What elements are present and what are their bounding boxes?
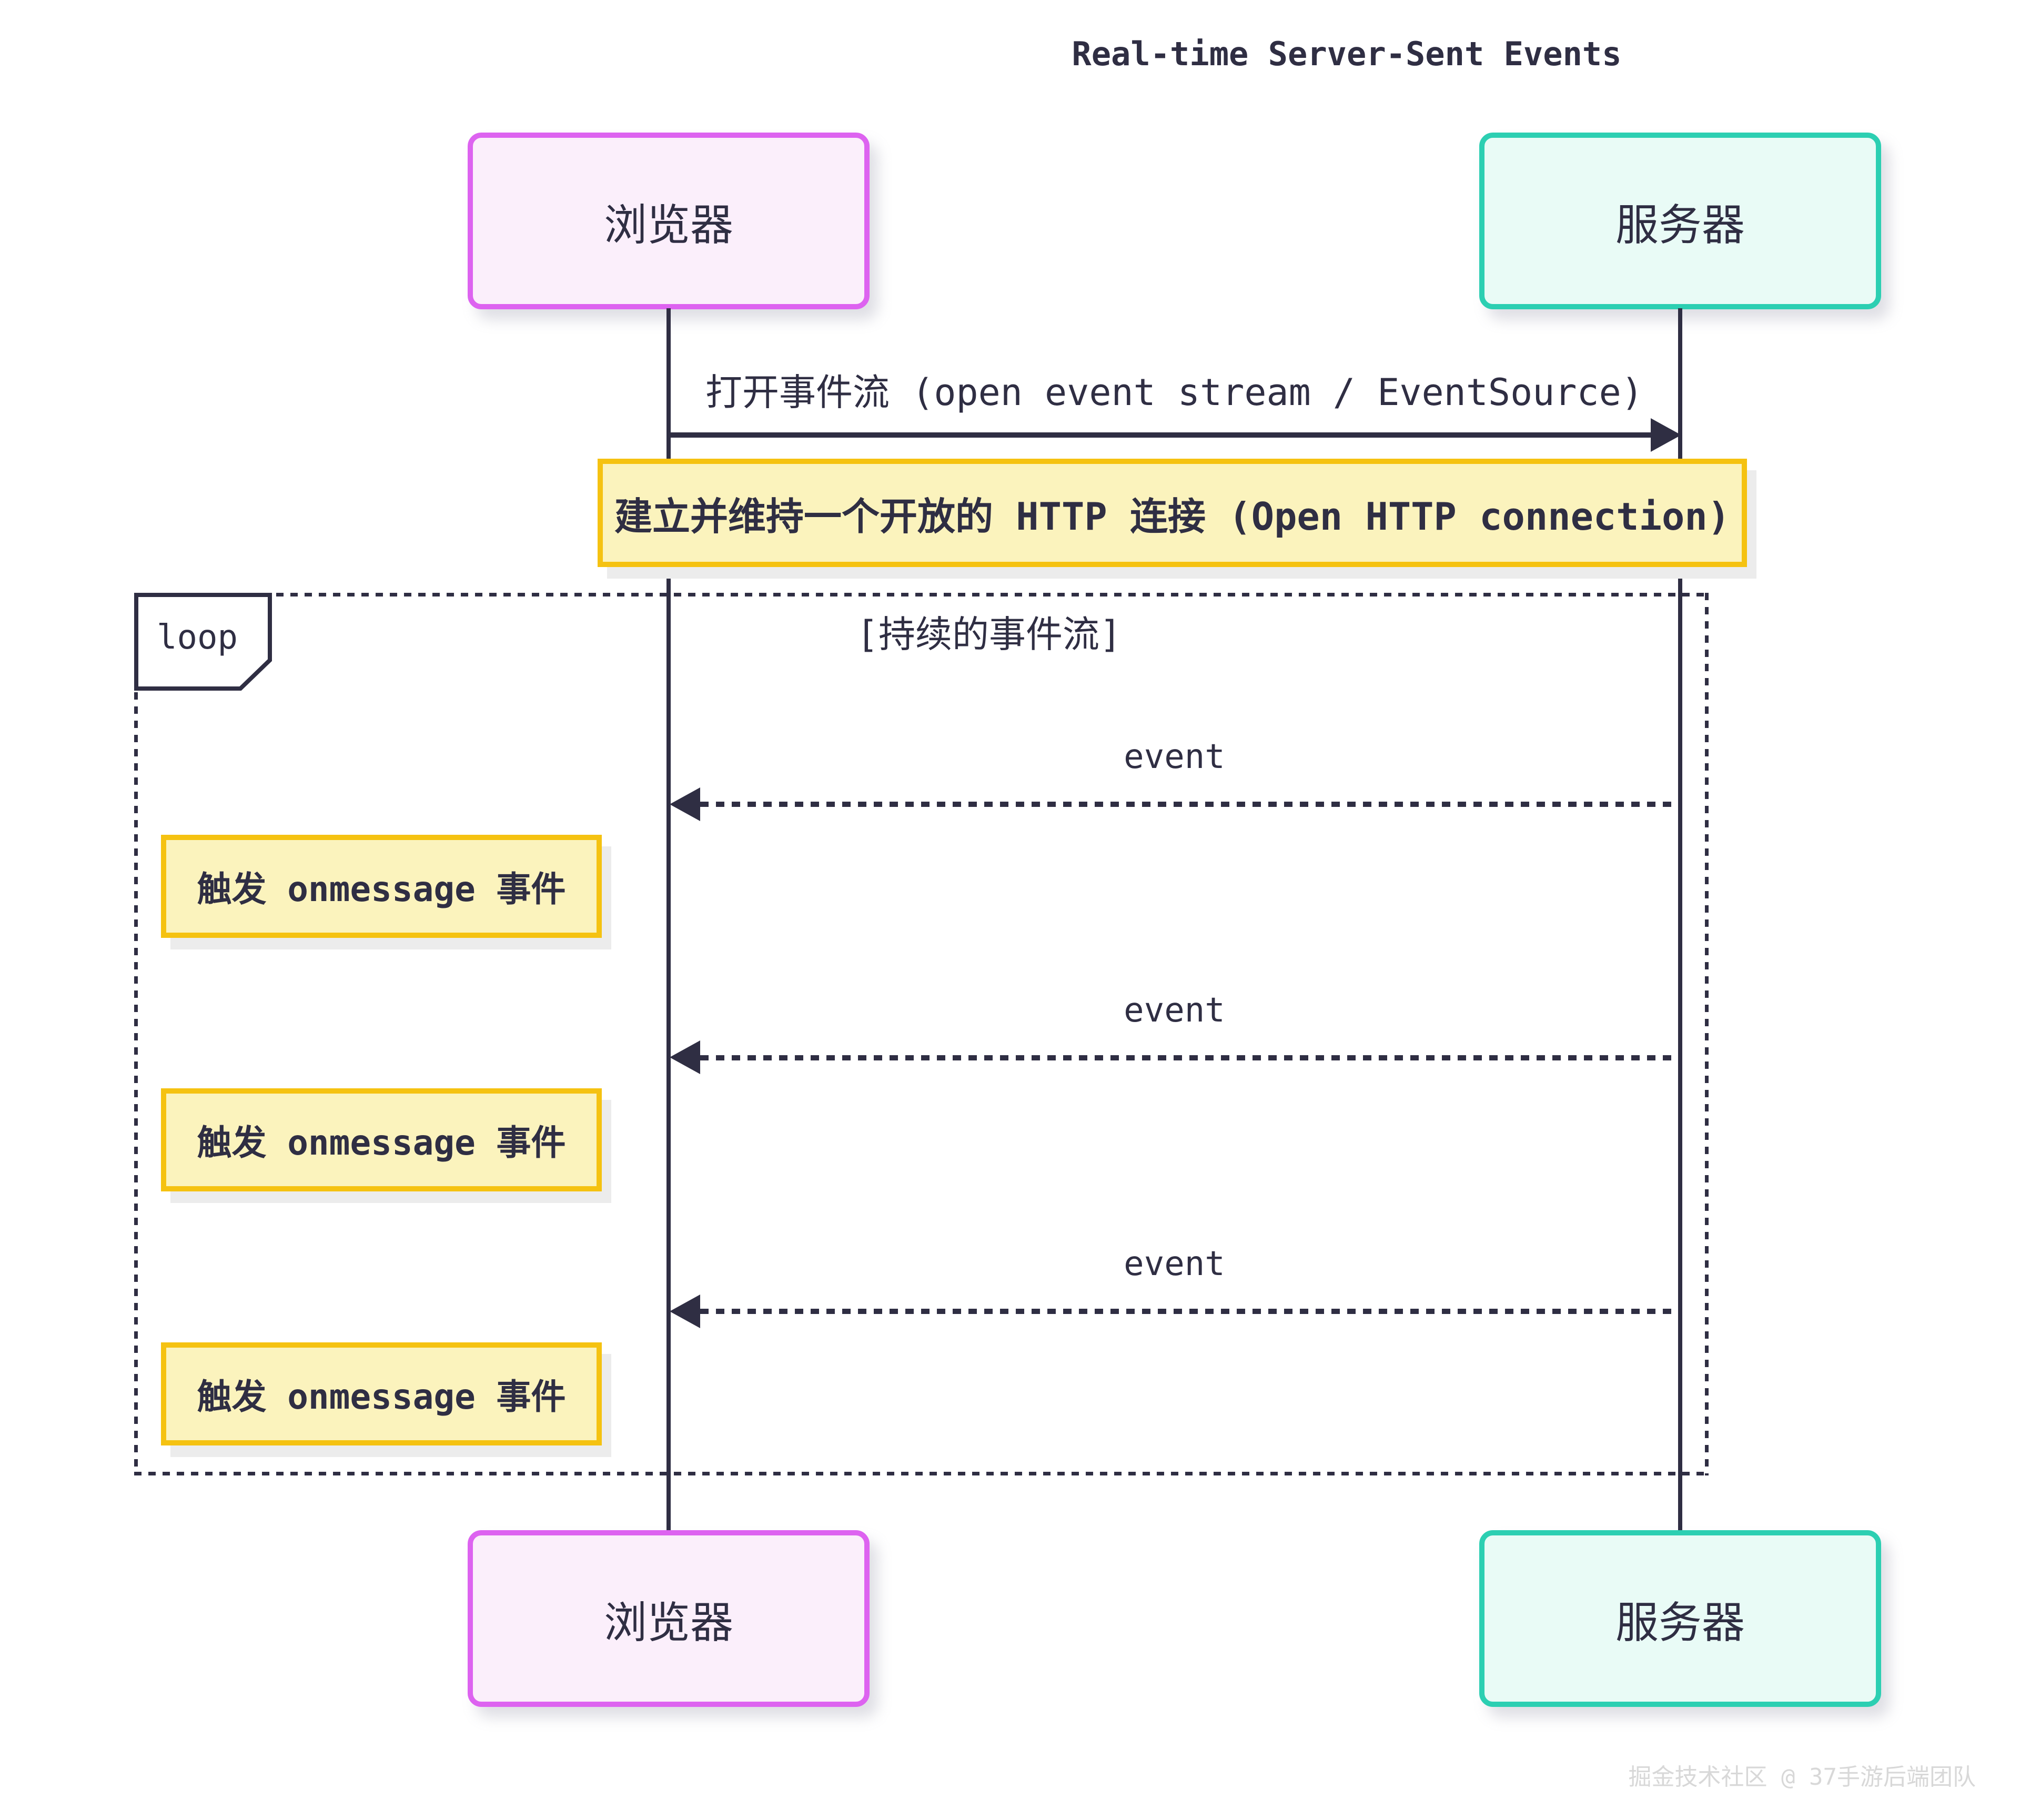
arrowhead-left-icon-3 — [670, 1295, 700, 1328]
lifeline-browser — [666, 308, 671, 1530]
event-label-2: event — [1124, 991, 1225, 1030]
note-onmessage-1: 触发 onmessage 事件 — [161, 835, 602, 938]
loop-label-text: loop — [156, 618, 238, 657]
loop-border-left — [134, 593, 138, 1475]
note-onmessage-2: 触发 onmessage 事件 — [161, 1088, 602, 1191]
actor-server-bottom: 服务器 — [1479, 1530, 1881, 1707]
actor-browser-bottom: 浏览器 — [468, 1530, 870, 1707]
lifeline-server — [1678, 308, 1682, 1530]
note-http-connection: 建立并维持一个开放的 HTTP 连接 (Open HTTP connection… — [598, 459, 1747, 567]
message-open-stream-label: 打开事件流 (open event stream / EventSource) — [705, 371, 1643, 414]
event-line-3 — [700, 1309, 1679, 1314]
message-open-stream-line — [669, 432, 1652, 438]
note-onmessage-1-label: 触发 onmessage 事件 — [197, 869, 566, 909]
note-onmessage-3-label: 触发 onmessage 事件 — [197, 1377, 566, 1417]
actor-server-top: 服务器 — [1479, 133, 1881, 309]
event-label-3: event — [1124, 1245, 1225, 1283]
loop-label-box: loop — [134, 593, 272, 691]
note-http-connection-label: 建立并维持一个开放的 HTTP 连接 (Open HTTP connection… — [614, 494, 1731, 539]
loop-border-top — [134, 593, 1709, 596]
actor-browser-bottom-label: 浏览器 — [603, 1597, 733, 1648]
arrowhead-left-icon-2 — [670, 1040, 700, 1074]
arrowhead-left-icon-1 — [670, 787, 700, 821]
actor-server-bottom-label: 服务器 — [1615, 1597, 1745, 1648]
event-line-1 — [700, 802, 1679, 807]
diagram-title: Real-time Server-Sent Events — [1072, 35, 1622, 73]
actor-server-top-label: 服务器 — [1615, 200, 1745, 250]
loop-condition: [持续的事件流] — [856, 613, 1122, 656]
note-onmessage-3: 触发 onmessage 事件 — [161, 1342, 602, 1445]
event-label-1: event — [1124, 737, 1225, 776]
event-line-2 — [700, 1055, 1679, 1060]
actor-browser-top-label: 浏览器 — [603, 200, 733, 250]
note-onmessage-2-label: 触发 onmessage 事件 — [197, 1123, 566, 1163]
arrowhead-right-icon — [1651, 418, 1681, 452]
watermark: 掘金技术社区 @ 37手游后端团队 — [1628, 1764, 1976, 1791]
loop-label-shape — [134, 593, 272, 691]
loop-border-bottom — [134, 1472, 1709, 1475]
loop-border-right — [1705, 593, 1709, 1475]
actor-browser-top: 浏览器 — [468, 133, 870, 309]
